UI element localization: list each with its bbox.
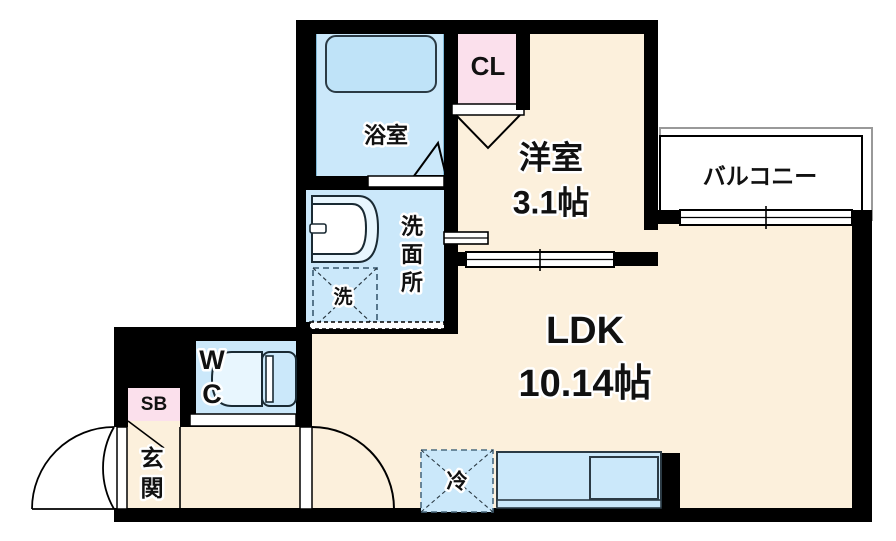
- label-toilet-line2: C: [202, 379, 222, 409]
- wall-entry-block-top: [114, 327, 296, 341]
- label-washroom-line1: 洗: [401, 214, 423, 239]
- label-shoebox: SB: [141, 394, 167, 415]
- wall-sb-top: [128, 341, 180, 388]
- wall-bedroom-bottom-left: [444, 252, 466, 266]
- hallway-door-jamb: [299, 426, 313, 510]
- label-washroom-line3: 所: [401, 270, 423, 295]
- washroom-door-rail: [309, 321, 445, 330]
- wall-bedroom-bottom-right: [612, 252, 658, 266]
- toilet-lid-line-icon: [265, 355, 274, 403]
- wall-sb-right: [180, 341, 196, 427]
- label-washing-machine: 洗: [333, 285, 352, 308]
- entrance-floor: [126, 420, 196, 516]
- wall-top: [296, 20, 658, 34]
- refrigerator-cross-2: [420, 449, 494, 513]
- label-closet: CL: [471, 51, 506, 81]
- label-refrigerator: 冷: [447, 470, 468, 494]
- entrance-door-swing-icon: [102, 426, 115, 510]
- label-bedroom-area: 3.1帖: [513, 184, 590, 220]
- washroom-ldk-sliding-door-icon: [443, 231, 489, 245]
- ldk-floor-upper: [652, 218, 852, 278]
- label-entrance-line1: 玄: [141, 445, 164, 471]
- wall-closet-right: [516, 20, 530, 110]
- toilet-door-sill: [189, 413, 297, 427]
- wall-entry-threshold: [114, 414, 128, 427]
- hallway-door-swing-icon: [311, 426, 395, 510]
- closet-floor: [452, 28, 524, 104]
- wall-washroom-left: [296, 176, 306, 334]
- wall-bath-left: [296, 20, 316, 190]
- bedroom-sliding-door-icon: [465, 249, 615, 271]
- label-bathroom: 浴室: [364, 123, 408, 148]
- label-entrance-line2: 関: [141, 475, 164, 501]
- wall-bedroom-right: [644, 20, 658, 230]
- closet-folding-door-icon: [455, 114, 521, 150]
- shoebox-hinge-icon: [127, 420, 165, 449]
- vanity-sink-bowl-icon: [311, 203, 368, 255]
- wall-toilet-right: [296, 327, 312, 427]
- vanity-faucet-icon: [309, 223, 327, 234]
- balcony-inner: [659, 135, 863, 219]
- bathtub-icon: [325, 35, 437, 93]
- wall-entry-left: [114, 327, 128, 427]
- wall-ldk-right: [852, 210, 872, 522]
- label-balcony: バルコニー: [703, 163, 818, 189]
- room-labels: 浴室 洗 面 所 洗 CL 洋室 3.1帖 LDK 10.14帖 バルコニー W…: [138, 51, 818, 504]
- closet-door-group: [451, 20, 530, 150]
- wall-balcony-left-stub: [644, 210, 682, 224]
- entrance-door-group: [31, 420, 181, 510]
- bathroom-fixtures: [325, 35, 448, 188]
- floor-fills: [126, 27, 873, 516]
- bathroom-door-sill: [367, 175, 445, 188]
- label-ldk-area: 10.14帖: [518, 363, 651, 405]
- label-bedroom: 洋室: [519, 139, 583, 175]
- kitchen-fixtures: [420, 449, 662, 513]
- toilet-fixtures: [189, 351, 297, 427]
- washing-machine-cross-2: [312, 267, 378, 329]
- balcony-sliding-door-icon: [679, 206, 853, 229]
- label-washroom-line2: 面: [401, 242, 423, 267]
- hallway-door-group: [299, 426, 395, 510]
- entrance-door-swing-outer-icon: [31, 426, 115, 510]
- wall-kitchen-stub: [660, 453, 680, 515]
- wall-bottom: [114, 508, 872, 522]
- shoebox-floor: [128, 388, 180, 421]
- refrigerator-cross-1: [420, 449, 494, 513]
- washroom-fixtures: [309, 195, 489, 330]
- label-toilet-line1: W: [199, 345, 225, 375]
- entrance-door-jamb: [116, 426, 128, 510]
- kitchen-sink-icon: [589, 456, 659, 500]
- closet-door-sill: [451, 103, 525, 116]
- kitchen-counter-front-edge: [496, 499, 662, 509]
- toilet-bowl-icon: [210, 351, 263, 407]
- label-ldk: LDK: [546, 310, 625, 352]
